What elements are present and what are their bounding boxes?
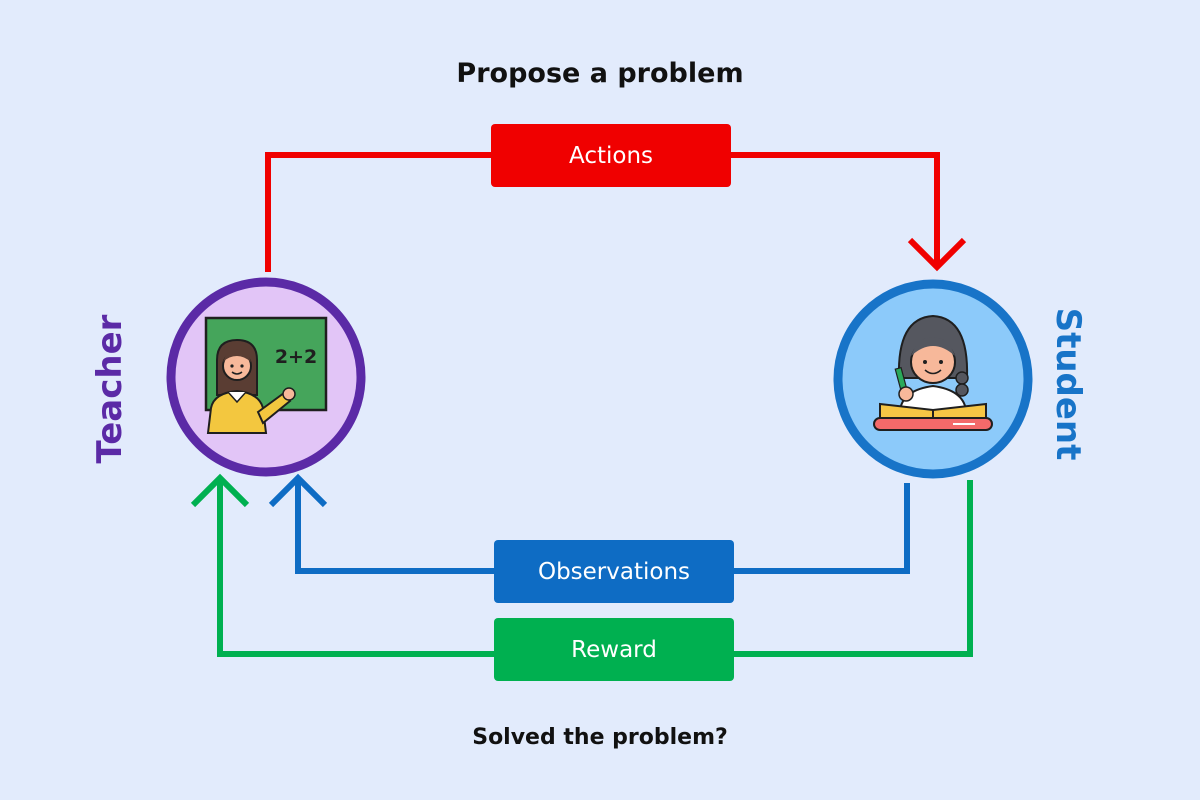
actions-label-box: Actions [491, 124, 731, 187]
observations-label: Observations [537, 558, 691, 585]
observations-label-box: Observations [494, 540, 734, 603]
reward-connector [190, 473, 973, 657]
chalkboard-text: 2+2 [275, 346, 317, 368]
solved-problem-caption: Solved the problem? [472, 725, 728, 750]
student-label: Student [1048, 307, 1088, 461]
observations-arrowhead [268, 473, 328, 508]
actions-arrowhead [907, 237, 967, 272]
teacher-node: 2+2 [166, 277, 366, 477]
reward-arrowhead [190, 473, 250, 508]
teacher-label: Teacher [90, 314, 130, 464]
student-node [833, 279, 1033, 479]
reward-label: Reward [571, 636, 657, 663]
student-reading-book-icon [873, 314, 993, 431]
teacher-at-chalkboard-icon: 2+2 [204, 316, 328, 434]
actions-connector [265, 152, 967, 272]
propose-problem-caption: Propose a problem [456, 58, 744, 89]
reward-label-box: Reward [494, 618, 734, 681]
actions-label: Actions [568, 142, 653, 169]
observations-connector [268, 473, 910, 574]
